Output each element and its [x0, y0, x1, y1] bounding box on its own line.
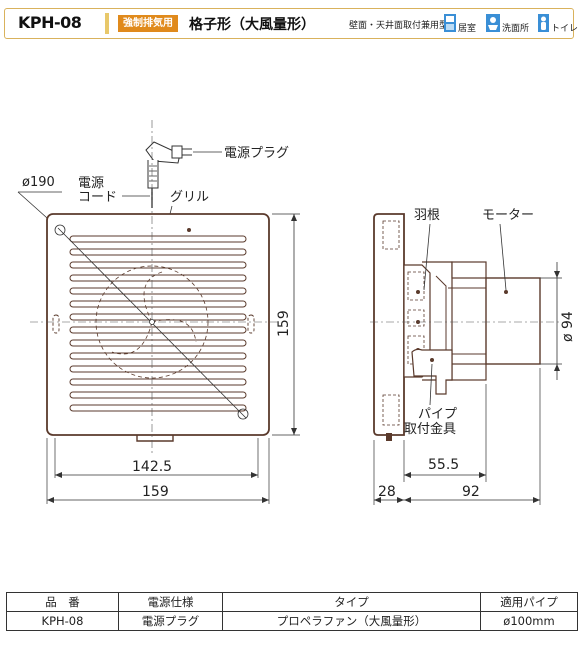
technical-drawing: 電源プラグ 電源 コード グリル ø190	[17, 120, 576, 505]
model-number: KPH-08	[18, 13, 82, 32]
cell-pipe: ø100mm	[480, 611, 578, 631]
dim-pipe-dia: ø 94	[560, 311, 576, 342]
table-row: KPH-08 電源プラグ プロペラファン（大風量形） ø100mm	[6, 611, 578, 631]
side-view: 羽根 モーター パイプ 取付金具 ø 94 55.5 28 92	[370, 208, 576, 505]
side-pipe	[485, 277, 541, 365]
grill-screw	[187, 228, 191, 232]
place-washroom-label: 洗面所	[502, 24, 530, 34]
col-header-model: 品 番	[6, 592, 119, 612]
label-blade: 羽根	[414, 208, 440, 223]
spec-table: 品 番 電源仕様 タイプ 適用パイプ KPH-08 電源プラグ プロペラファン（…	[6, 592, 578, 631]
place-toilet-label: トイレ	[551, 24, 579, 34]
dim-back-depth: 92	[462, 484, 480, 500]
grill-louvers	[69, 235, 247, 412]
blade-leader	[423, 223, 431, 291]
header-divider	[105, 13, 109, 34]
label-plug: 電源プラグ	[224, 146, 289, 161]
mount-slots	[52, 314, 255, 334]
label-motor: モーター	[482, 208, 534, 223]
col-header-type: タイプ	[222, 592, 481, 612]
side-blades	[407, 271, 425, 365]
header-bar: KPH-08 強制排気用 格子形（大風量形） 壁面・天井面取付兼用型 居室 洗面…	[4, 8, 578, 39]
grill-tab	[136, 435, 174, 442]
cell-type: プロペラファン（大風量形）	[222, 611, 481, 631]
label-grill: グリル	[170, 190, 209, 205]
product-type-title: 格子形（大風量形）	[189, 17, 315, 33]
front-view: 電源プラグ 電源 コード グリル ø190	[17, 120, 300, 504]
label-cord-2: コード	[78, 190, 117, 205]
place-room-label: 居室	[458, 24, 477, 34]
washroom-icon	[486, 14, 500, 32]
label-pipe-1: パイプ	[418, 407, 457, 422]
table-header-row: 品 番 電源仕様 タイプ 適用パイプ	[6, 592, 578, 612]
dim-pipe-depth: 55.5	[428, 457, 459, 473]
power-plug-icon	[145, 141, 192, 208]
col-header-pipe: 適用パイプ	[480, 592, 578, 612]
motor-leader	[499, 223, 507, 291]
side-grill-profile	[373, 213, 405, 436]
dim-width: 159	[142, 484, 169, 500]
corner-mark-tl	[54, 224, 66, 236]
corner-mark-br	[237, 408, 249, 420]
dim-front-depth: 28	[378, 484, 396, 500]
room-icon	[444, 14, 456, 32]
pipe-leader	[429, 363, 433, 406]
cell-power: 電源プラグ	[118, 611, 223, 631]
mount-type-text: 壁面・天井面取付兼用型	[349, 21, 449, 31]
label-pipe-2: 取付金具	[404, 421, 456, 437]
dim-inner-width: 142.5	[132, 459, 172, 475]
toilet-icon	[538, 14, 549, 32]
col-header-power: 電源仕様	[118, 592, 223, 612]
label-cord-1: 電源	[78, 176, 104, 191]
dim-height: 159	[276, 310, 292, 337]
cell-model: KPH-08	[6, 611, 119, 631]
dim-diameter: ø190	[22, 175, 55, 190]
usage-badge: 強制排気用	[118, 15, 178, 32]
grill-body	[46, 213, 270, 436]
center-mark	[149, 319, 155, 325]
